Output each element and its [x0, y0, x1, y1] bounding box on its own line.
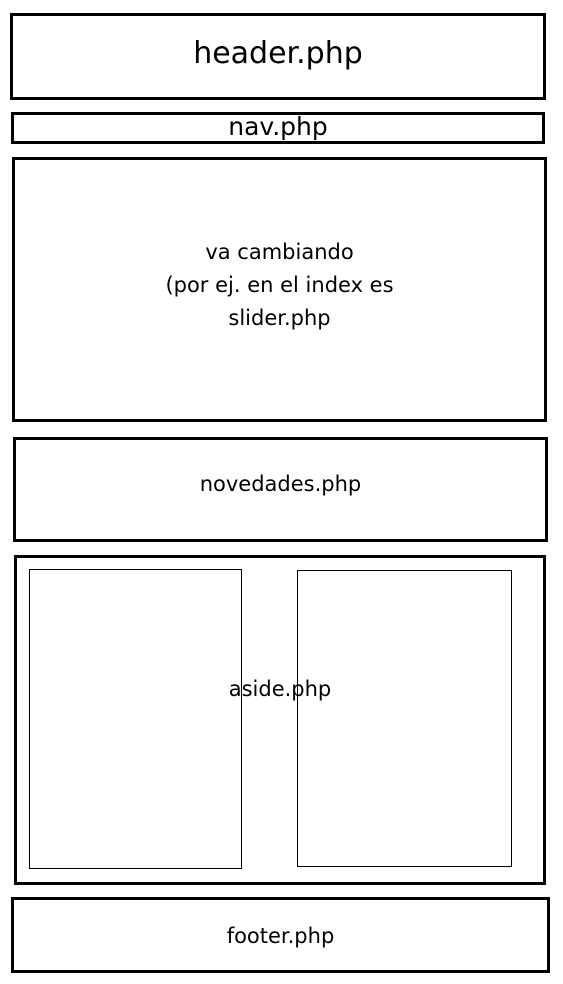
novedades-block: novedades.php	[13, 437, 548, 542]
main-content-line-3: slider.php	[228, 306, 331, 330]
footer-label: footer.php	[226, 924, 335, 948]
header-block: header.php	[10, 13, 546, 100]
main-content-line-1: va cambiando	[205, 240, 354, 264]
nav-label: nav.php	[228, 112, 328, 141]
aside-right-column	[297, 570, 512, 867]
nav-block: nav.php	[11, 112, 545, 144]
novedades-label: novedades.php	[199, 472, 362, 496]
main-content-block: va cambiando (por ej. en el index es sli…	[12, 157, 547, 422]
footer-block: footer.php	[11, 897, 550, 973]
aside-label: aside.php	[228, 677, 332, 701]
aside-block: aside.php	[14, 555, 546, 885]
aside-left-column	[29, 569, 242, 869]
main-content-line-2: (por ej. en el index es	[165, 273, 394, 297]
main-content-label: va cambiando (por ej. en el index es sli…	[15, 236, 544, 335]
header-label: header.php	[193, 36, 363, 71]
